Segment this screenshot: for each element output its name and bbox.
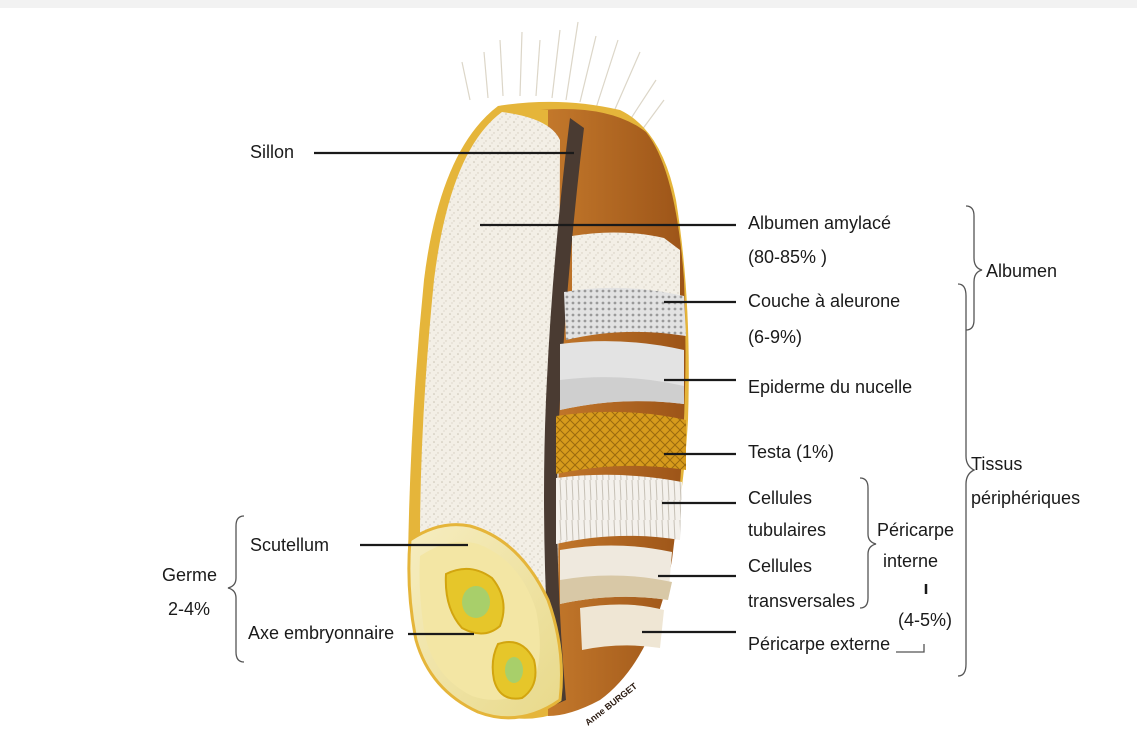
label-cellules-transversales-2: transversales: [748, 592, 855, 610]
brace-albumen: [966, 206, 982, 330]
layer-cutaway: [556, 232, 686, 650]
label-germe: Germe: [162, 566, 217, 584]
embryo-axis-upper-inner: [462, 586, 490, 618]
embryo-axis-lower-inner: [505, 657, 523, 683]
brace-pericarpe-interne: [860, 478, 876, 608]
label-couche-aleurone-pct: (6-9%): [748, 328, 802, 346]
label-tissus-1: Tissus: [971, 455, 1022, 473]
label-pericarpe-interne-1: Péricarpe: [877, 521, 954, 539]
outer-pericarp-block: [580, 604, 664, 650]
label-sillon: Sillon: [250, 143, 294, 161]
label-cellules-transversales-1: Cellules: [748, 557, 812, 575]
label-albumen-amylace-pct: (80-85% ): [748, 248, 827, 266]
label-pericarpe-interne-2: interne: [883, 552, 938, 570]
label-germe-pct: 2-4%: [168, 600, 210, 618]
label-axe-embryonnaire: Axe embryonnaire: [248, 624, 394, 642]
bracket-pericarpe-total: [896, 644, 924, 652]
label-scutellum: Scutellum: [250, 536, 329, 554]
label-cellules-tubulaires-1: Cellules: [748, 489, 812, 507]
label-epiderme-nucelle: Epiderme du nucelle: [748, 378, 912, 396]
label-couche-aleurone: Couche à aleurone: [748, 292, 900, 310]
tubular-cells-block: [556, 475, 682, 544]
label-pericarpe-externe: Péricarpe externe: [748, 635, 890, 653]
label-albumen: Albumen: [986, 262, 1057, 280]
brace-germe: [228, 516, 244, 662]
label-tissus-2: périphériques: [971, 489, 1080, 507]
brace-tissus: [958, 284, 974, 676]
label-pericarpe-pct: (4-5%): [898, 611, 952, 629]
label-cellules-tubulaires-2: tubulaires: [748, 521, 826, 539]
label-albumen-amylace: Albumen amylacé: [748, 214, 891, 232]
label-testa: Testa (1%): [748, 443, 834, 461]
testa-block: [556, 412, 686, 474]
